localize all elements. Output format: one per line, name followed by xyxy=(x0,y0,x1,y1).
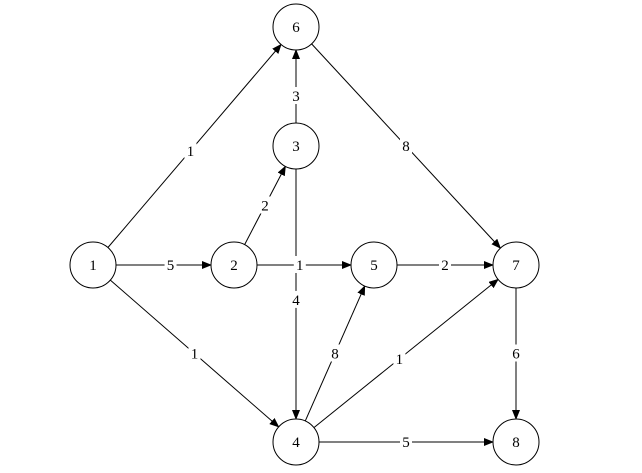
edge-weight-background xyxy=(293,256,306,273)
node-circle xyxy=(69,241,117,289)
edge-weight-label: 5 xyxy=(402,435,410,451)
edge-weight-label: 3 xyxy=(292,89,300,105)
edge-arrow xyxy=(313,278,499,428)
edge-weight-label: 8 xyxy=(402,139,410,155)
edge-weight-background xyxy=(259,196,271,214)
node-circle xyxy=(272,418,320,466)
edge-weight-group: 1 xyxy=(393,349,406,368)
node-label: 3 xyxy=(292,139,300,155)
node-label: 4 xyxy=(292,435,300,451)
edge-weight-label: 4 xyxy=(292,293,300,309)
edge-weight-group: 6 xyxy=(510,344,522,363)
edge-weight-background xyxy=(439,256,451,273)
node-circle xyxy=(350,241,398,289)
edge-weight-label: 5 xyxy=(167,258,175,274)
edge-weight-label: 6 xyxy=(512,347,520,363)
edge-weight-group: 3 xyxy=(290,87,302,105)
node-circle xyxy=(272,122,320,170)
node-6: 6 xyxy=(272,3,320,51)
edge-weight-label: 2 xyxy=(261,199,269,215)
edges-layer: 1 5 1 2 1 3 4 8 2 8 1 5 6 xyxy=(107,43,522,451)
edge-weight-group: 2 xyxy=(259,196,271,215)
edge-weight-group: 1 xyxy=(293,256,306,274)
edge-weight-label: 2 xyxy=(441,258,449,274)
node-label: 8 xyxy=(512,435,520,451)
node-label: 2 xyxy=(230,258,238,274)
node-4: 4 xyxy=(272,418,320,466)
edge-weight-group: 5 xyxy=(164,256,177,274)
edge-weight-group: 4 xyxy=(290,290,302,309)
node-3: 3 xyxy=(272,122,320,170)
edge-weight-label: 1 xyxy=(296,258,304,274)
node-1: 1 xyxy=(69,241,117,289)
node-8: 8 xyxy=(492,418,540,466)
edge-weight-label: 8 xyxy=(331,347,339,363)
edge-weight-label: 1 xyxy=(191,347,199,363)
node-circle xyxy=(492,418,540,466)
node-2: 2 xyxy=(210,241,258,289)
edge-weight-background xyxy=(184,141,197,159)
edge-weight-background xyxy=(164,256,177,273)
edge-weight-background xyxy=(510,344,522,362)
node-circle xyxy=(210,241,258,289)
node-circle xyxy=(272,3,320,51)
edge-weight-group: 1 xyxy=(188,344,201,363)
node-label: 6 xyxy=(292,20,300,36)
edge-weight-background xyxy=(290,290,302,308)
edge-weight-label: 1 xyxy=(187,144,195,160)
edge-weight-group: 1 xyxy=(184,141,197,160)
edge-weight-label: 1 xyxy=(396,352,404,368)
node-5: 5 xyxy=(350,241,398,289)
edge-weight-background xyxy=(188,344,201,362)
edge-weight-background xyxy=(400,137,412,154)
edge-weight-group: 2 xyxy=(439,256,451,274)
node-label: 5 xyxy=(370,258,378,274)
edge-weight-background xyxy=(329,344,341,362)
node-7: 7 xyxy=(492,241,540,289)
edge-weight-group: 8 xyxy=(400,137,412,155)
nodes-layer: 1 2 3 4 5 6 7 8 xyxy=(69,3,540,466)
node-label: 7 xyxy=(512,258,520,274)
edge-weight-background xyxy=(393,349,406,367)
edge-weight-group: 8 xyxy=(329,344,341,363)
edge-weight-background xyxy=(290,87,302,105)
node-circle xyxy=(492,241,540,289)
node-label: 1 xyxy=(89,258,97,274)
edge-weight-group: 5 xyxy=(400,433,412,451)
edge-weight-background xyxy=(400,433,412,450)
edge-4-7 xyxy=(313,278,499,428)
